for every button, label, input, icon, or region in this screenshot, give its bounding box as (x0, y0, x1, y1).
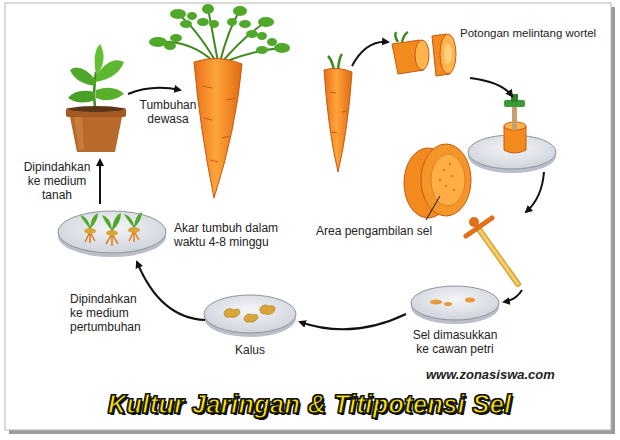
carrot-slices (404, 144, 471, 220)
title-banner: Kultur Jaringan & Titipotensi Sel (108, 390, 512, 419)
petri-dish-borer (468, 94, 556, 173)
carrot-cross-section (392, 32, 456, 76)
leader-line (426, 196, 440, 220)
frame (5, 3, 611, 430)
step-label: Dipindahkan ke medium tanah (18, 160, 96, 202)
step-label: Akar tumbuh dalam waktu 4-8 minggu (174, 221, 304, 249)
step-label: Dipindahkan ke medium pertumbuhan (70, 292, 152, 334)
step-label: Sel dimasukkan ke cawan petri (409, 328, 501, 356)
petri-dish-callus (204, 295, 296, 337)
part-label: Potongan melintang wortel (460, 26, 596, 40)
petri-dish-cells (411, 286, 499, 324)
cycle-arrows (100, 42, 544, 330)
stage-label: Tumbuhan dewasa (136, 98, 200, 126)
potted-plant (66, 44, 126, 152)
stage-label: Kalus (225, 343, 275, 357)
part-label: Area pengambilan sel (316, 224, 432, 238)
petri-dish-plantlets (58, 211, 166, 257)
watermark: www.zonasiswa.com (426, 368, 555, 382)
small-carrot (324, 54, 352, 172)
pipette (466, 217, 518, 284)
